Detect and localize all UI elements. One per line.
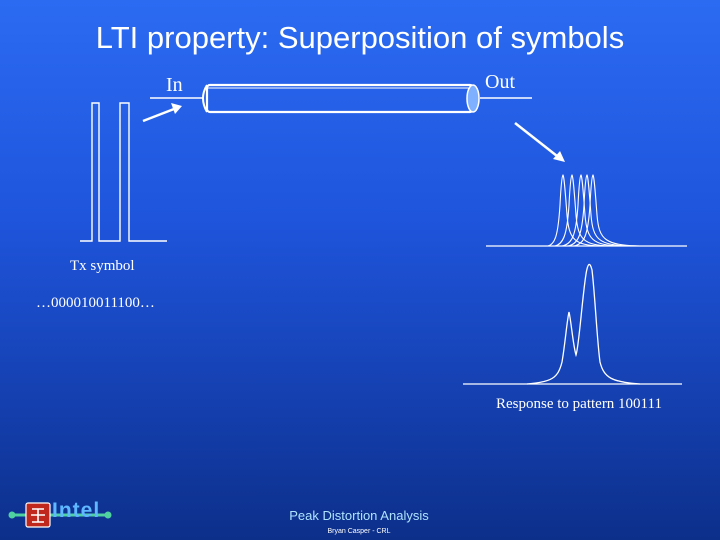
response-label: Response to pattern 100111 bbox=[496, 396, 662, 412]
slide-title: LTI property: Superposition of symbols bbox=[95, 20, 625, 55]
superposed-response bbox=[463, 263, 682, 385]
intel-logo-text: Intel bbox=[52, 499, 101, 522]
footer-author: Bryan Casper - CRL bbox=[327, 528, 391, 535]
output-arrow bbox=[514, 122, 558, 157]
footer-presentation-title: Peak Distortion Analysis bbox=[289, 508, 429, 523]
bit-pattern-label: …000010011100… bbox=[36, 295, 155, 311]
output-arrowhead bbox=[553, 151, 565, 162]
tx-symbol-label: Tx symbol bbox=[70, 258, 135, 274]
input-arrow bbox=[142, 107, 175, 123]
input-arrowhead bbox=[171, 103, 182, 114]
out-label: Out bbox=[485, 71, 515, 93]
intel-logo bbox=[8, 502, 112, 528]
channel-cable bbox=[202, 83, 480, 114]
tx-symbol-waveform bbox=[80, 102, 167, 242]
overlaid-pulse-responses bbox=[486, 174, 687, 247]
in-label: In bbox=[166, 74, 183, 96]
